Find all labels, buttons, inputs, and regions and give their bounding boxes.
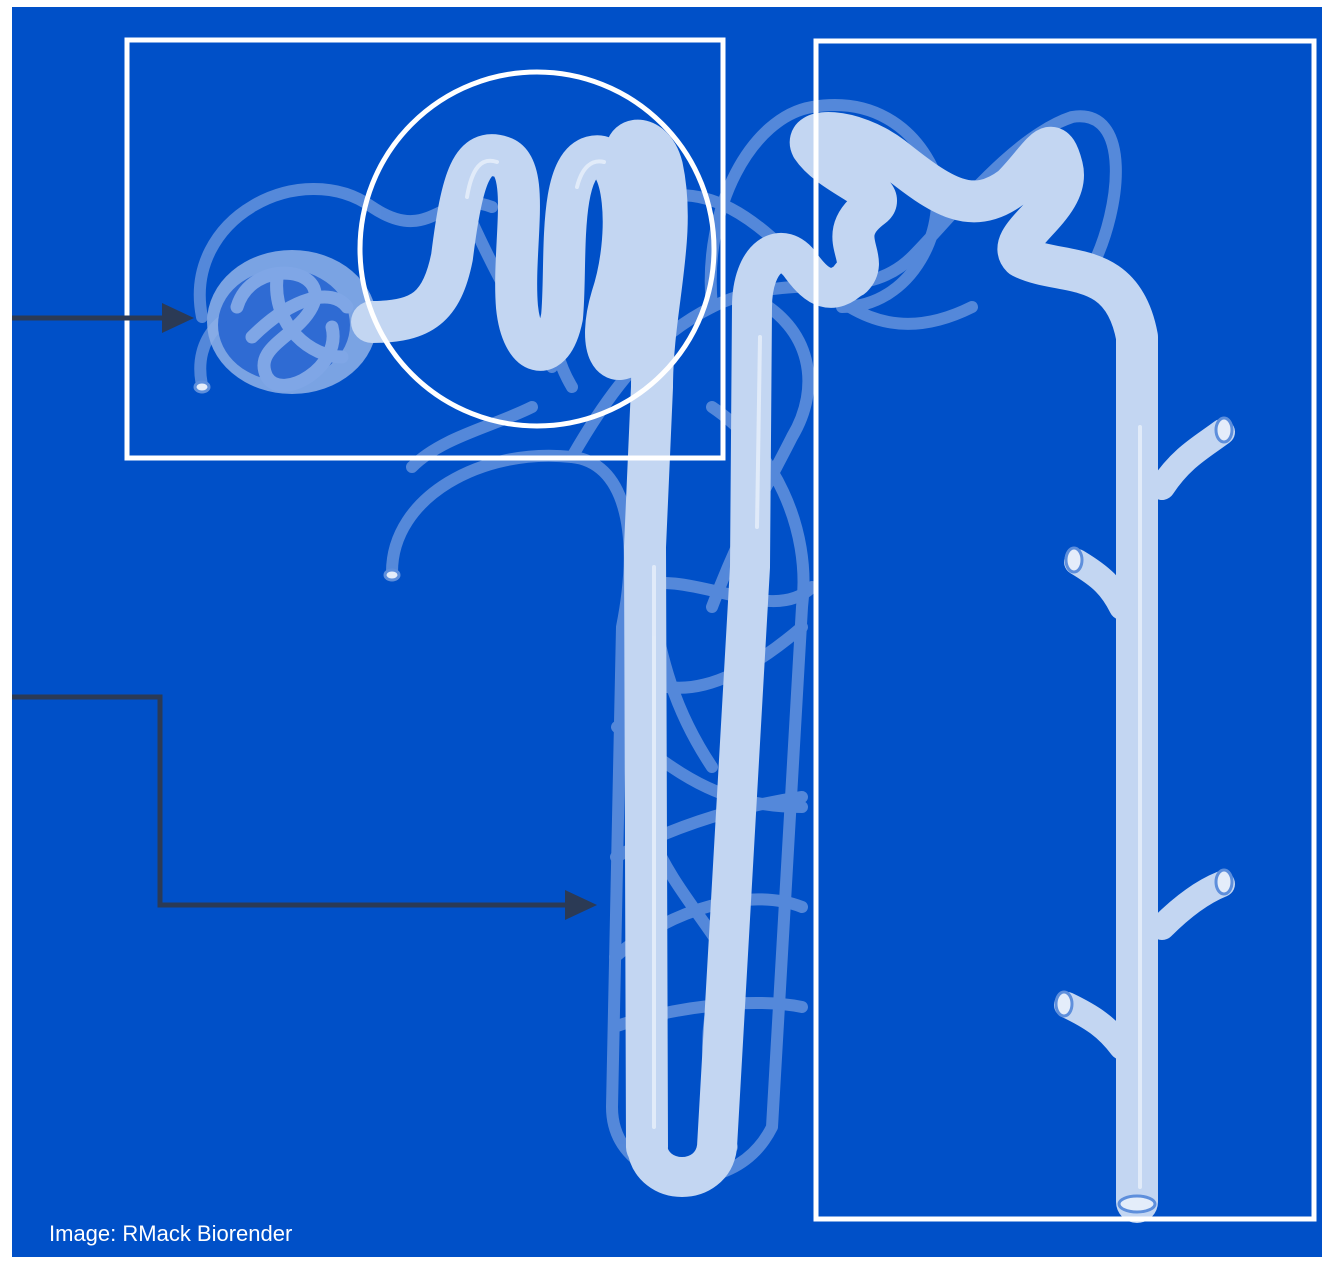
- nephron-illustration: [12, 7, 1322, 1257]
- nephron-diagram: Image: RMack Biorender: [12, 7, 1322, 1257]
- image-credit: Image: RMack Biorender: [49, 1221, 292, 1247]
